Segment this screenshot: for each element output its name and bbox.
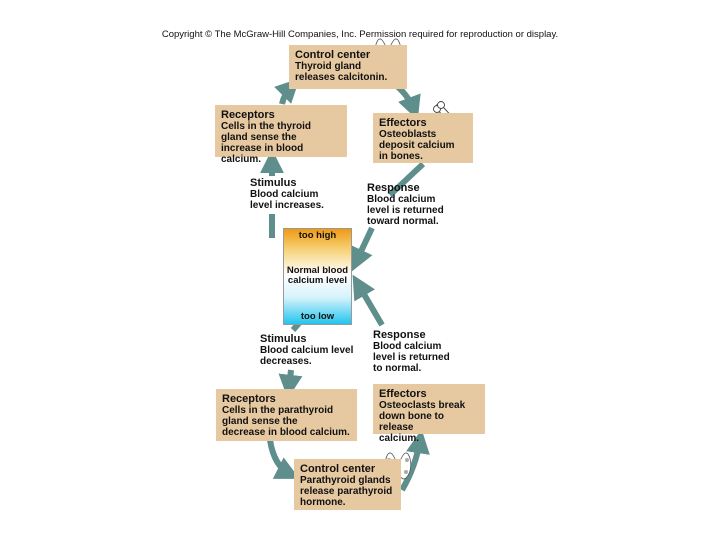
receptors-low-text: Cells in the parathyroid gland sense the… bbox=[222, 405, 350, 438]
calcium-level-gauge: too high Normal blood calcium level too … bbox=[283, 228, 352, 325]
response-title: Response bbox=[367, 182, 420, 194]
stimulus-title: Stimulus bbox=[250, 177, 297, 189]
stimulus-increase-label: Stimulus Blood calcium level increases. bbox=[250, 177, 324, 211]
control-center-title: Control center bbox=[295, 49, 371, 61]
stimulus-low-text: Blood calcium level decreases. bbox=[260, 345, 354, 367]
effectors-osteoblasts-box: Effectors Osteoblasts deposit calcium in… bbox=[373, 113, 473, 163]
stimulus-text: Blood calcium level increases. bbox=[250, 189, 324, 211]
arrow-stimulus-to-receptors-low bbox=[278, 369, 303, 399]
arrow-effectors-to-response bbox=[387, 161, 426, 198]
gauge-too-low-label: too low bbox=[300, 311, 335, 322]
control-center-thyroid-box: Control center Thyroid gland releases ca… bbox=[289, 45, 407, 89]
effectors-low-text: Osteoclasts break down bone to release c… bbox=[379, 400, 466, 444]
control-center-parathyroid-box: Control center Parathyroid glands releas… bbox=[294, 459, 401, 510]
effectors-title: Effectors bbox=[379, 117, 427, 129]
response-toward-normal-label: Response Blood calcium level is returned… bbox=[367, 182, 444, 227]
arrow-response-to-gauge-low bbox=[352, 274, 385, 327]
arrow-control-to-effectors-low bbox=[399, 429, 430, 492]
stimulus-decrease-label: Stimulus Blood calcium level decreases. bbox=[260, 333, 353, 367]
gauge-too-high-label: too high bbox=[298, 230, 337, 241]
response-to-normal-label: Response Blood calcium level is returned… bbox=[373, 329, 450, 374]
arrow-response-to-gauge bbox=[350, 226, 375, 272]
receptors-low-title: Receptors bbox=[222, 393, 276, 405]
effectors-text: Osteoblasts deposit calcium in bones. bbox=[379, 129, 455, 162]
stimulus-low-title: Stimulus bbox=[260, 333, 307, 345]
receptors-thyroid-box: Receptors Cells in the thyroid gland sen… bbox=[215, 105, 347, 165]
copyright-notice: Copyright © The McGraw-Hill Companies, I… bbox=[161, 29, 559, 40]
receptors-parathyroid-box: Receptors Cells in the parathyroid gland… bbox=[216, 389, 357, 441]
control-center-low-text: Parathyroid glands release parathyroid h… bbox=[300, 475, 393, 508]
control-center-low-title: Control center bbox=[300, 463, 376, 475]
receptors-text: Cells in the thyroid gland sense the inc… bbox=[221, 121, 312, 165]
effectors-osteoclasts-box: Effectors Osteoclasts break down bone to… bbox=[373, 384, 485, 444]
control-center-text: Thyroid gland releases calcitonin. bbox=[295, 61, 388, 83]
gauge-normal-label: Normal blood calcium level bbox=[286, 265, 349, 286]
response-low-title: Response bbox=[373, 329, 426, 341]
effectors-low-title: Effectors bbox=[379, 388, 427, 400]
response-text: Blood calcium level is returned toward n… bbox=[367, 194, 444, 227]
response-low-text: Blood calcium level is returned to norma… bbox=[373, 341, 450, 374]
receptors-title: Receptors bbox=[221, 109, 275, 121]
arrow-receptors-to-control-low bbox=[267, 439, 300, 479]
